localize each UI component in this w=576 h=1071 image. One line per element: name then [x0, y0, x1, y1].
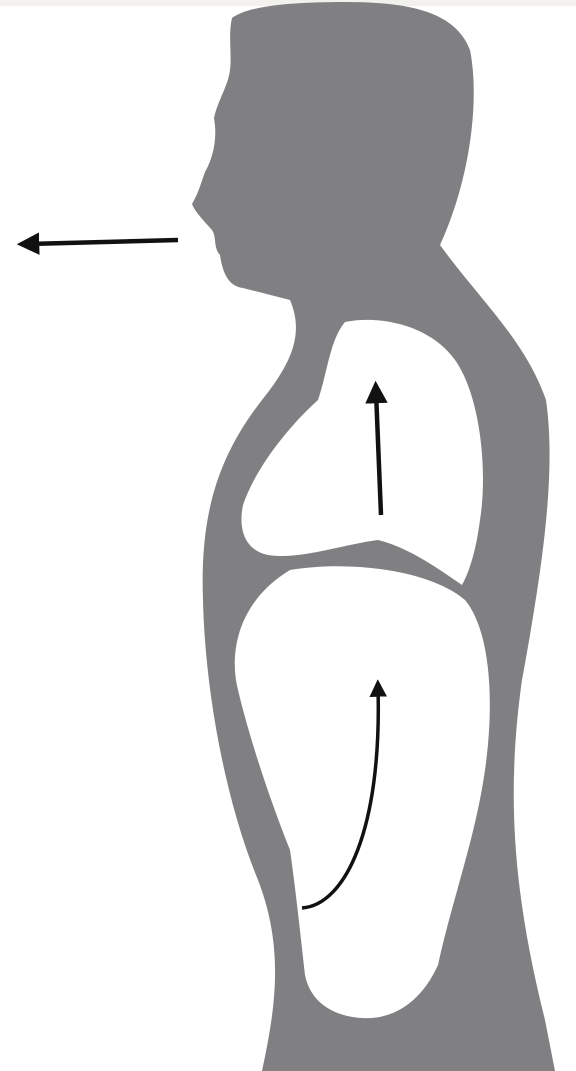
arrow-left-icon [28, 240, 178, 244]
